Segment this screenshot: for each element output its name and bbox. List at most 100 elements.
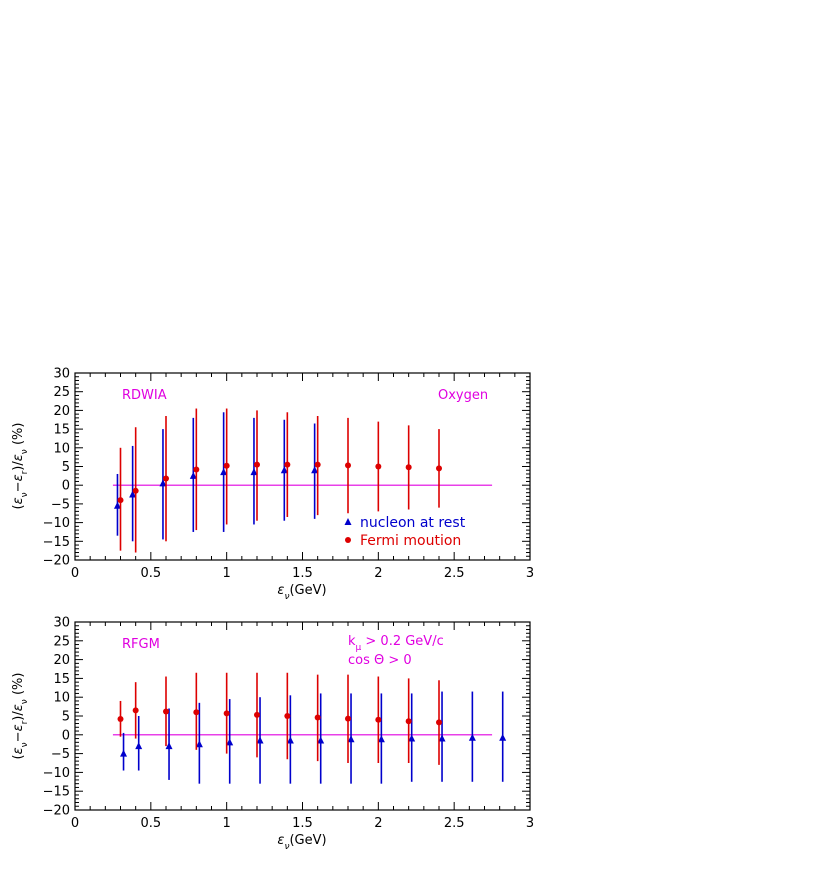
data-point-circle: [436, 719, 442, 726]
annotation-rfgm: RFGM: [122, 637, 160, 652]
x-tick-label: 2.5: [444, 816, 465, 831]
y-tick-label: 25: [53, 634, 70, 649]
y-axis-label: (εν−εr)/εν (%): [11, 673, 30, 760]
x-tick-label: 1.5: [292, 566, 313, 581]
data-point-circle: [193, 709, 200, 716]
data-point-triangle: [129, 490, 137, 498]
y-tick-label: 5: [62, 710, 70, 725]
svg-text:(εν−εr)/εν (%): (εν−εr)/εν (%): [11, 423, 30, 510]
data-point-circle: [163, 475, 169, 482]
data-point-triangle: [317, 736, 325, 744]
data-point-triangle: [189, 471, 197, 479]
legend-circle-marker: [345, 537, 351, 543]
data-point-triangle: [250, 468, 258, 476]
x-tick-group: 0 0.5 1 1.5 2 2.5 3: [71, 622, 534, 831]
data-point-circle: [405, 464, 412, 471]
y-tick-label: −20: [43, 804, 70, 819]
data-point-triangle: [499, 733, 507, 741]
data-point-circle: [223, 710, 230, 717]
y-tick-label: 30: [53, 367, 70, 382]
svg-text:kμ > 0.2 GeV/c: kμ > 0.2 GeV/c: [348, 634, 444, 653]
y-tick-label: 20: [53, 653, 70, 668]
data-point-triangle: [438, 734, 446, 742]
x-tick-label: 2: [374, 566, 382, 581]
x-tick-group: 0 0.5 1 1.5 2 2.5 3: [71, 373, 534, 581]
x-tick-label: 1: [223, 566, 231, 581]
x-tick-label: 2: [374, 816, 382, 831]
x-tick-label: 3: [526, 816, 534, 831]
x-tick-label: 1.5: [292, 816, 313, 831]
data-marks: [112, 408, 493, 553]
y-tick-label: 25: [53, 385, 70, 400]
y-tick-label: 15: [53, 672, 70, 687]
x-tick-label: 2.5: [444, 566, 465, 581]
svg-text:(εν−εr)/εν (%): (εν−εr)/εν (%): [11, 673, 30, 760]
data-point-circle: [375, 716, 382, 723]
y-tick-label: −10: [43, 766, 70, 781]
x-axis-label: εν(GeV): [277, 583, 326, 602]
svg-text:εν(GeV): εν(GeV): [277, 833, 326, 852]
data-point-triangle: [280, 466, 288, 474]
data-point-circle: [163, 708, 169, 715]
y-axis-label: (εν−εr)/εν (%): [11, 423, 30, 510]
x-tick-label: 0.5: [140, 566, 161, 581]
x-tick-label: 0: [71, 816, 79, 831]
data-point-triangle: [408, 734, 416, 742]
data-point-circle: [405, 718, 412, 725]
annotation-rdwia: RDWIA: [122, 388, 167, 403]
y-tick-label: 0: [62, 479, 70, 494]
y-tick-label: 10: [53, 691, 70, 706]
data-point-circle: [375, 463, 382, 470]
data-point-triangle: [120, 749, 128, 757]
data-point-circle: [117, 497, 124, 504]
annotation-cos-theta: cos Θ > 0: [348, 653, 412, 668]
data-point-circle: [345, 462, 351, 469]
legend-label-nucleon: nucleon at rest: [360, 515, 466, 531]
data-point-triangle: [165, 742, 173, 750]
data-point-triangle: [377, 735, 385, 743]
panel-rfgm: 0 0.5 1 1.5 2 2.5 3 −20 −15 −10 −5 0 5 10 15 20 25 30 RF…: [11, 616, 534, 853]
data-point-circle: [117, 716, 124, 723]
data-point-triangle: [311, 466, 319, 474]
y-tick-label: −5: [51, 497, 70, 512]
legend-triangle-marker: [344, 518, 352, 525]
data-point-circle: [223, 462, 230, 469]
data-point-triangle: [159, 479, 167, 487]
data-point-triangle: [226, 738, 234, 746]
svg-text:εν(GeV): εν(GeV): [277, 583, 326, 602]
data-point-circle: [254, 461, 260, 468]
y-tick-label: −20: [43, 554, 70, 569]
data-point-circle: [132, 707, 139, 714]
data-marks: [112, 672, 507, 784]
y-tick-label: −15: [43, 785, 70, 800]
legend: nucleon at rest Fermi moution: [344, 515, 466, 549]
x-axis-label: εν(GeV): [277, 833, 326, 852]
x-tick-label: 1: [223, 816, 231, 831]
data-point-triangle: [135, 742, 143, 750]
annotation-kmu: kμ > 0.2 GeV/c: [348, 634, 444, 653]
y-tick-label: 10: [53, 441, 70, 456]
data-point-triangle: [468, 733, 476, 741]
y-tick-label: 15: [53, 423, 70, 438]
data-point-circle: [345, 715, 351, 722]
y-tick-label: 20: [53, 404, 70, 419]
data-point-triangle: [113, 501, 121, 509]
data-point-circle: [314, 714, 321, 721]
data-point-circle: [436, 465, 442, 472]
data-point-triangle: [195, 740, 203, 748]
x-tick-label: 0: [71, 566, 79, 581]
data-point-circle: [132, 487, 139, 494]
data-point-circle: [284, 461, 291, 468]
y-tick-label: 5: [62, 460, 70, 475]
legend-label-fermi: Fermi moution: [360, 533, 461, 549]
y-tick-label: 30: [53, 616, 70, 631]
y-tick-label: −5: [51, 747, 70, 762]
x-tick-label: 3: [526, 566, 534, 581]
x-tick-label: 0.5: [140, 816, 161, 831]
y-tick-label: −15: [43, 535, 70, 550]
data-point-circle: [284, 713, 291, 719]
